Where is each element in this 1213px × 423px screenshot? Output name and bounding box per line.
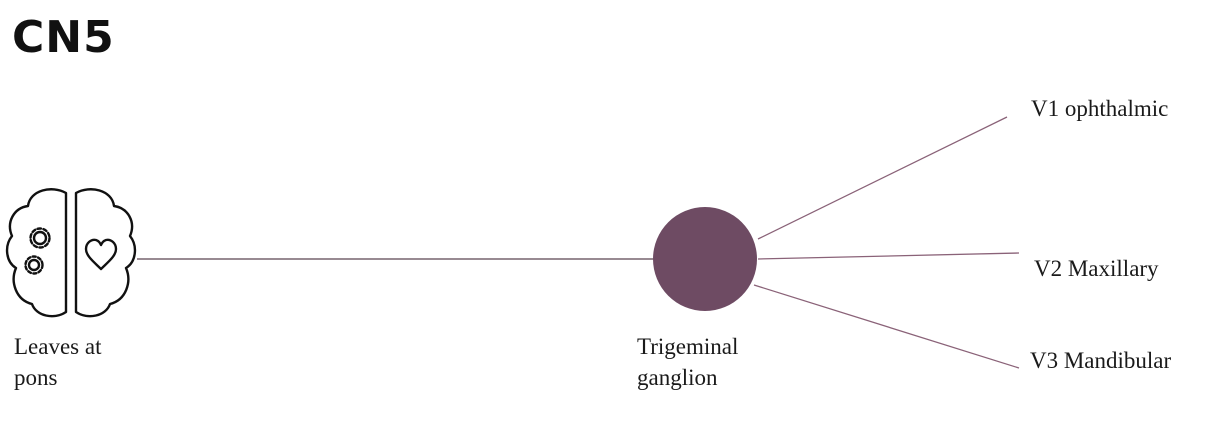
source-label: Leaves at pons — [14, 331, 101, 393]
branch-line-v1 — [757, 116, 1008, 240]
branch-label-v2: V2 Maxillary — [1034, 256, 1159, 281]
source-label-line-1: Leaves at — [14, 334, 102, 359]
ganglion-label: Trigeminal ganglion — [637, 331, 738, 393]
ganglion-label-line-1: Trigeminal — [637, 334, 739, 359]
branch-line-v2 — [757, 252, 1020, 260]
branch-label-v3: V3 Mandibular — [1030, 348, 1172, 373]
branch-line-v3 — [753, 284, 1020, 369]
source-label-line-2: pons — [14, 365, 58, 390]
branch-label-v1: V1 ophthalmic — [1031, 96, 1169, 121]
ganglion-label-line-2: ganglion — [637, 365, 718, 390]
brain-icon — [5, 188, 137, 318]
diagram-title: CN5 — [12, 12, 115, 63]
trigeminal-ganglion-node — [653, 207, 757, 311]
